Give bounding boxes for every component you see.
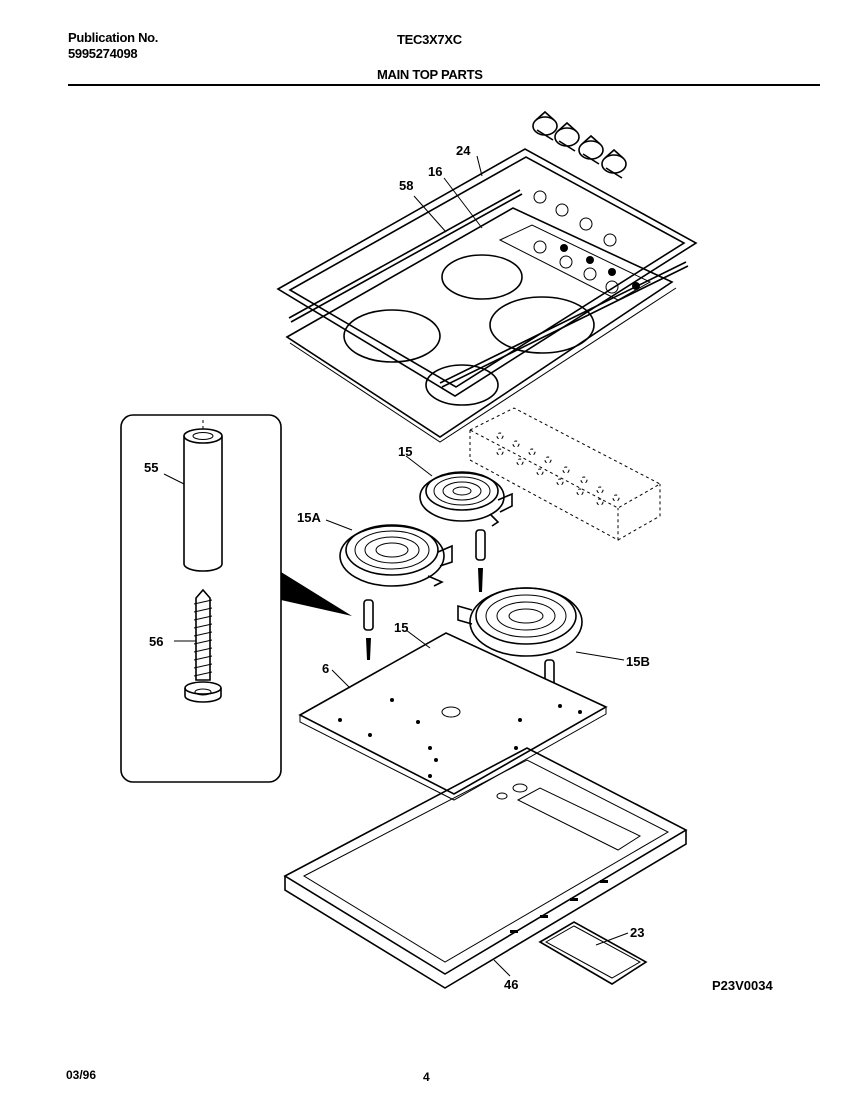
cooktop-base-pan	[283, 747, 688, 989]
publication-label: Publication No.	[68, 30, 159, 45]
callout-15a: 15A	[297, 510, 321, 525]
footer-date: 03/96	[66, 1068, 97, 1082]
callout-58: 58	[399, 178, 413, 193]
section-title: MAIN TOP PARTS	[377, 67, 483, 82]
burner-post-top	[475, 529, 486, 592]
header-rule	[68, 84, 820, 86]
control-bracket	[468, 407, 662, 541]
callout-56: 56	[149, 634, 163, 649]
page-number: 4	[423, 1070, 430, 1084]
surface-element-15b	[457, 587, 583, 657]
heat-shield	[538, 921, 648, 985]
drawing-code: P23V0034	[712, 978, 773, 993]
leader-lines	[163, 155, 629, 977]
callout-16: 16	[428, 164, 442, 179]
glass-cooktop-panel	[285, 207, 677, 443]
control-knobs	[532, 110, 627, 179]
callout-15b: 15B	[626, 654, 650, 669]
cooktop-trim-frame	[276, 148, 698, 397]
burner-post-15a	[363, 599, 374, 660]
model-number: TEC3X7XC	[397, 32, 462, 47]
element-support-plate	[298, 632, 608, 801]
callout-labels: 24 16 58 55 56 15 15A 15 15B 6 23 46 P23…	[144, 143, 773, 993]
callout-46: 46	[504, 977, 518, 992]
seal-strips	[288, 189, 689, 388]
surface-element-15a	[339, 524, 453, 587]
callout-24: 24	[456, 143, 471, 158]
publication-number: 5995274098	[68, 46, 138, 61]
callout-15-lower: 15	[394, 620, 408, 635]
callout-6: 6	[322, 661, 329, 676]
inset-detail-box	[120, 414, 352, 783]
callout-15-top: 15	[398, 444, 412, 459]
callout-55: 55	[144, 460, 158, 475]
surface-element-15-top	[419, 471, 513, 527]
callout-23: 23	[630, 925, 644, 940]
